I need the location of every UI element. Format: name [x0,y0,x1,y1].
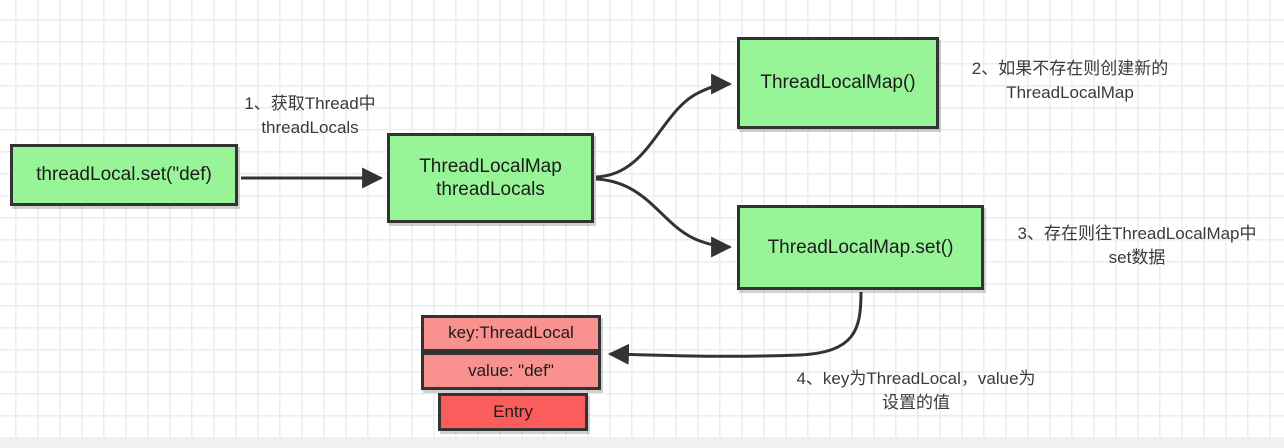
annotation-step-1: 1、获取Thread中 threadLocals [244,94,376,138]
node-threadlocalmap-constructor[interactable]: ThreadLocalMap() [737,37,939,129]
annotation-step-4: 4、key为ThreadLocal，value为 设置的值 [796,369,1036,413]
node-threadlocalmap-threadlocals[interactable]: ThreadLocalMap threadLocals [387,133,594,223]
node-entry-label[interactable]: Entry [438,393,588,431]
edge-mapfield-to-mapset [595,177,733,258]
node-entry-key[interactable]: key:ThreadLocal [421,315,601,352]
node-entry-value[interactable]: value: "def" [421,352,601,390]
bottom-band [0,437,1284,448]
annotation-step-3: 3、存在则往ThreadLocalMap中 set数据 [1017,224,1257,268]
node-threadlocal-set[interactable]: threadLocal.set("def) [10,144,238,206]
annotation-step-2: 2、如果不存在则创建新的 ThreadLocalMap [971,59,1169,103]
node-threadlocalmap-set[interactable]: ThreadLocalMap.set() [737,205,984,290]
edge-mapset-to-entry [607,291,863,365]
edge-mapfield-to-ctor [595,73,733,179]
